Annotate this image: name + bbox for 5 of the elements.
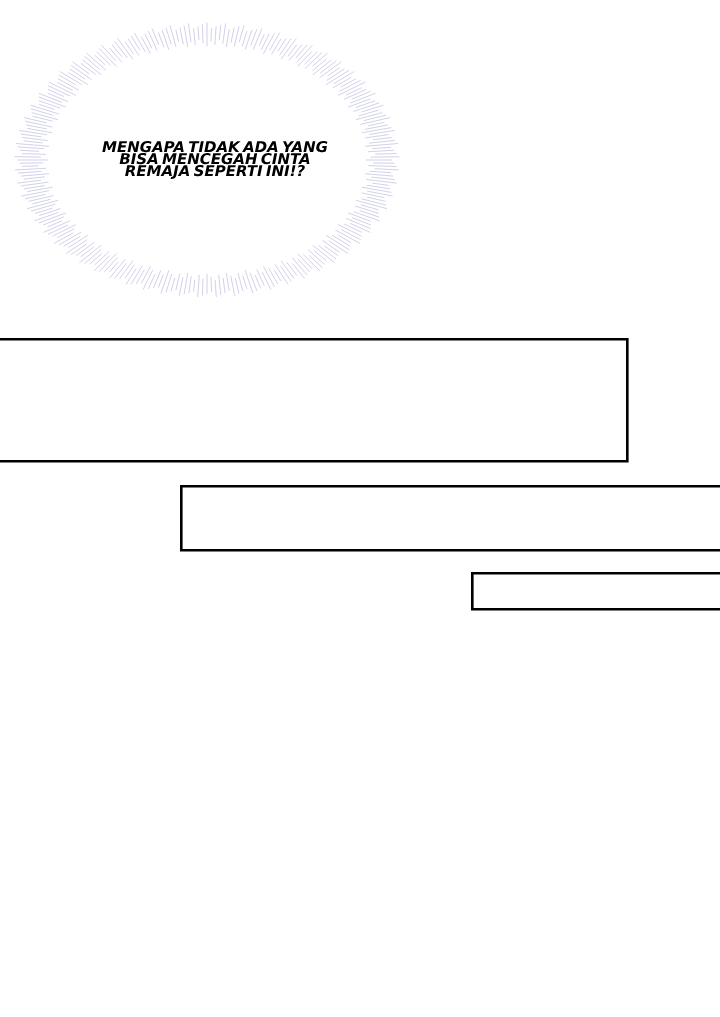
speech-text: MENGAPA TIDAK ADA YANG BISA MENCEGAH CINTA REMAJA SEPERTI INI!? (102, 140, 328, 180)
comic-panel (471, 572, 720, 611)
comic-panel (180, 485, 720, 552)
speech-bubble (14, 22, 400, 298)
comic-panel (0, 338, 629, 463)
